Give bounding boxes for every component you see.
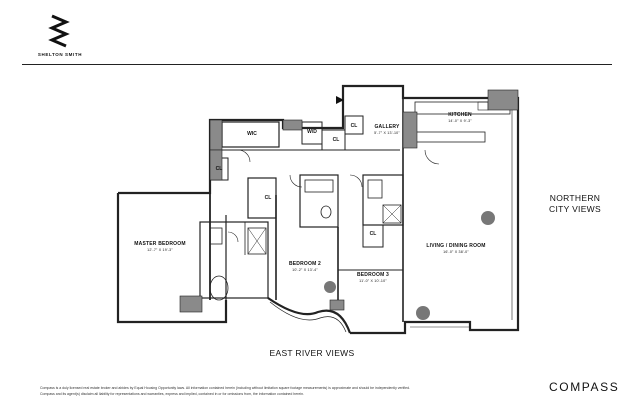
bedroom-3-label: BEDROOM 3 11'-0" X 10'-10" [357,272,389,283]
gallery-name: GALLERY [374,124,400,130]
column [487,89,519,111]
compass-logo: COMPASS [549,380,620,394]
closet-label: CL [369,231,377,237]
column [282,119,303,131]
kitchen-label: KITCHEN 14'-0" X 9'-3" [448,112,472,123]
outer-wall-west [116,193,228,324]
column [402,111,418,149]
header-divider [22,64,612,65]
gallery-dims: 5'-7" X 13'-10" [374,131,400,135]
east-river-views-label: EAST RIVER VIEWS [269,348,355,358]
living-dining-name: LIVING / DINING ROOM [426,243,486,249]
disclaimer-line-1: Compass is a duly licensed real estate b… [40,386,411,390]
living-dining-label: LIVING / DINING ROOM 16'-0" X 38'-0" [426,243,485,254]
entry-arrow-icon [336,96,344,104]
column-round [416,306,430,320]
bedroom-2-label: BEDROOM 2 10'-2" X 13'-4" [289,261,321,272]
column [209,149,223,181]
east-bay-glazing [269,301,347,333]
living-dining-dims: 16'-0" X 38'-0" [443,250,469,254]
wd-label: W/D [307,129,317,135]
kitchen-dims: 14'-0" X 9'-3" [448,119,472,123]
kitchen-name: KITCHEN [448,112,472,118]
master-bedroom-label: MASTER BEDROOM 12'-7" X 19'-3" [134,241,185,252]
disclaimer: Compass is a duly licensed real estate b… [40,385,520,397]
wic-label: WIC [247,131,257,137]
master-bedroom-dims: 12'-7" X 19'-3" [147,248,173,252]
bedroom-3-name: BEDROOM 3 [356,272,390,278]
disclaimer-line-2: Compass and its agent(s) disclaim all li… [40,392,304,396]
northern-views-line1: NORTHERN [549,193,601,203]
northern-views-label: NORTHERN CITY VIEWS [535,193,615,215]
logo-mark-icon [48,14,70,48]
bedroom-2-name: BEDROOM 2 [288,261,322,267]
closet-label: CL [350,123,358,129]
column [329,299,345,311]
outer-wall [118,84,520,335]
northern-views-line2: CITY VIEWS [549,204,601,214]
master-bedroom-name: MASTER BEDROOM [134,241,186,247]
bedroom-2-dims: 10'-2" X 13'-4" [292,268,318,272]
column-round [324,281,336,293]
east-bay-wall [267,297,352,334]
closet-label: CL [264,195,272,201]
closet-label: CL [332,137,340,143]
column [209,119,223,151]
bedroom-3-dims: 11'-0" X 10'-10" [359,279,387,283]
gallery-label: GALLERY 5'-7" X 13'-10" [374,124,400,135]
logo-text: SHELTON SMITH [37,52,83,57]
column [179,295,203,313]
closet-label: CL [215,166,223,172]
column-round [481,211,495,225]
shelton-smith-logo: SHELTON SMITH [30,14,90,66]
